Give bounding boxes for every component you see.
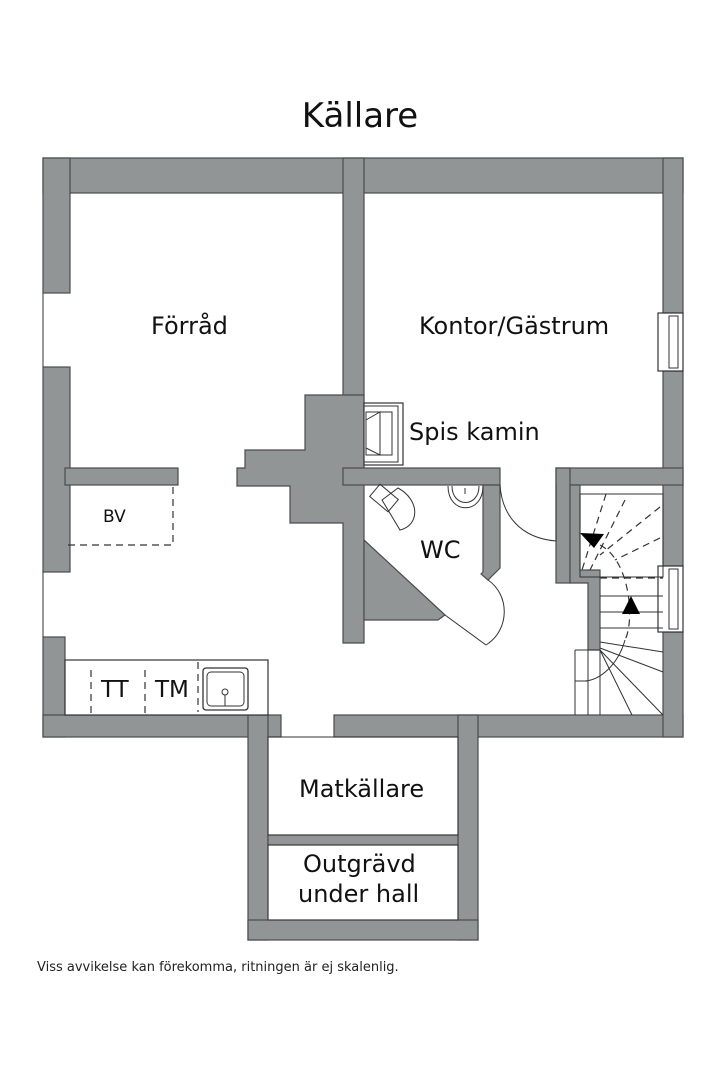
windows — [42, 293, 684, 637]
arrow-down-icon — [580, 533, 604, 548]
room-label-spis: Spis kamin — [409, 418, 540, 446]
kitchen-counter — [64, 659, 269, 716]
room-label-outgravd-line1: Outgrävd — [303, 850, 416, 878]
staircase — [574, 493, 664, 716]
toilet-symbol — [368, 483, 416, 531]
fireplace-symbol — [363, 402, 404, 466]
room-label-kontor: Kontor/Gästrum — [419, 312, 610, 340]
room-label-forrad: Förråd — [151, 312, 228, 340]
room-label-bv: BV — [103, 507, 126, 527]
page-title: Källare — [301, 96, 419, 136]
room-label-tm: TM — [155, 677, 189, 703]
room-label-outgravd-line2: under hall — [298, 880, 420, 908]
door-swings — [444, 484, 557, 646]
room-label-wc: WC — [420, 536, 461, 564]
walls — [42, 157, 684, 941]
washbasin-symbol — [447, 485, 484, 509]
arrow-up-icon — [622, 596, 640, 614]
room-label-matkallare: Matkällare — [299, 775, 425, 803]
disclaimer-text: Viss avvikelse kan förekomma, ritningen … — [37, 960, 399, 975]
matkallare-edges — [267, 736, 459, 921]
room-label-tt: TT — [101, 677, 129, 703]
